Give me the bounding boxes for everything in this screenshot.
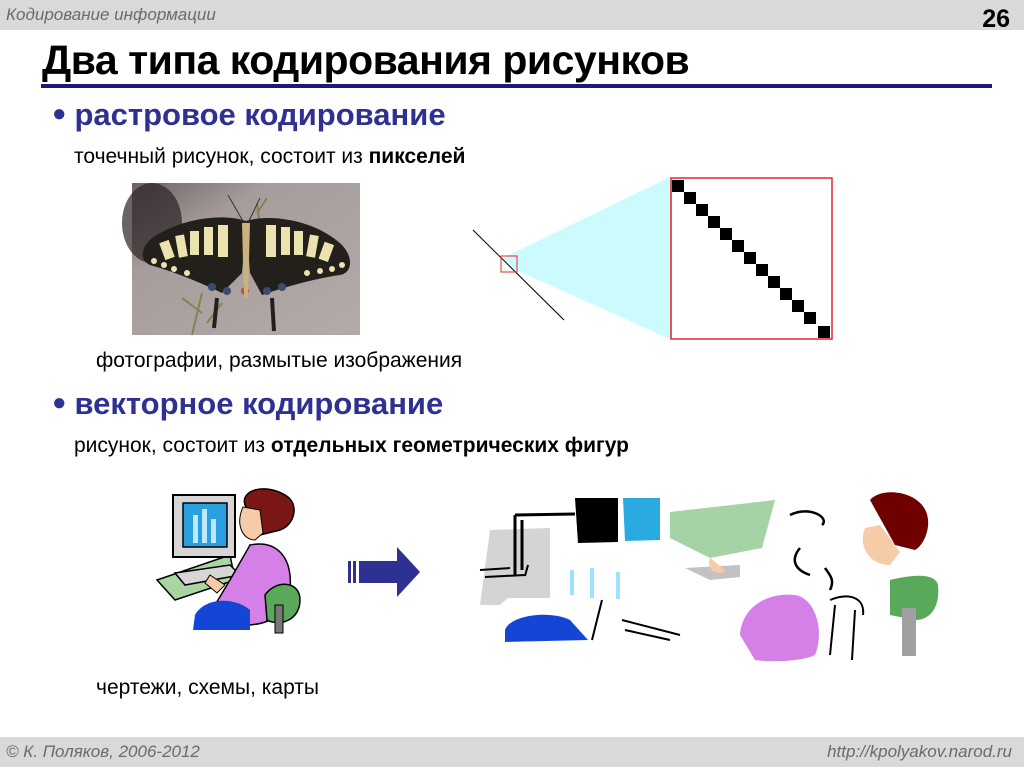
bullet-icon: ● [52,389,67,416]
title-divider [41,84,992,88]
pixel-squares [672,180,830,338]
pixel-zoom-diagram [472,177,833,340]
butterfly-photo [122,183,360,336]
footer-bar: © К. Поляков, 2006-2012 http://kpolyakov… [0,737,1024,767]
page-title: Два типа кодирования рисунков [42,37,690,83]
vector-description: рисунок, состоит из отдельных геометриче… [74,434,629,458]
vector-description-text: рисунок, состоит из [74,434,271,457]
raster-description: точечный рисунок, состоит из пикселей [74,145,465,169]
raster-description-bold: пикселей [368,145,466,168]
copyright-text: © К. Поляков, 2006-2012 [6,742,200,761]
raster-examples: фотографии, размытые изображения [96,349,463,372]
section-title: Кодирование информации [6,5,216,24]
woman-at-computer-clipart [155,488,301,634]
right-arrow-icon [348,547,420,597]
site-url-link[interactable]: http://kpolyakov.narod.ru [827,742,1012,761]
bullet-icon: ● [52,100,67,127]
vector-bullet: ● векторное кодирование [52,386,443,422]
clipart-decomposed-shapes [479,492,939,662]
vector-examples: чертежи, схемы, карты [96,676,320,699]
zoom-beam [503,177,670,339]
zoom-source-box [500,255,518,273]
vector-description-bold: отдельных геометрических фигур [270,434,630,457]
vector-line [472,229,565,321]
raster-heading: растровое кодирование [74,97,446,132]
zoom-frame [670,177,833,340]
slide-number: 26 [982,5,1010,33]
header-bar: Кодирование информации 26 [0,0,1024,33]
raster-description-text: точечный рисунок, состоит из [74,145,369,168]
raster-bullet: ● растровое кодирование [52,97,446,133]
vector-heading: векторное кодирование [74,386,444,421]
